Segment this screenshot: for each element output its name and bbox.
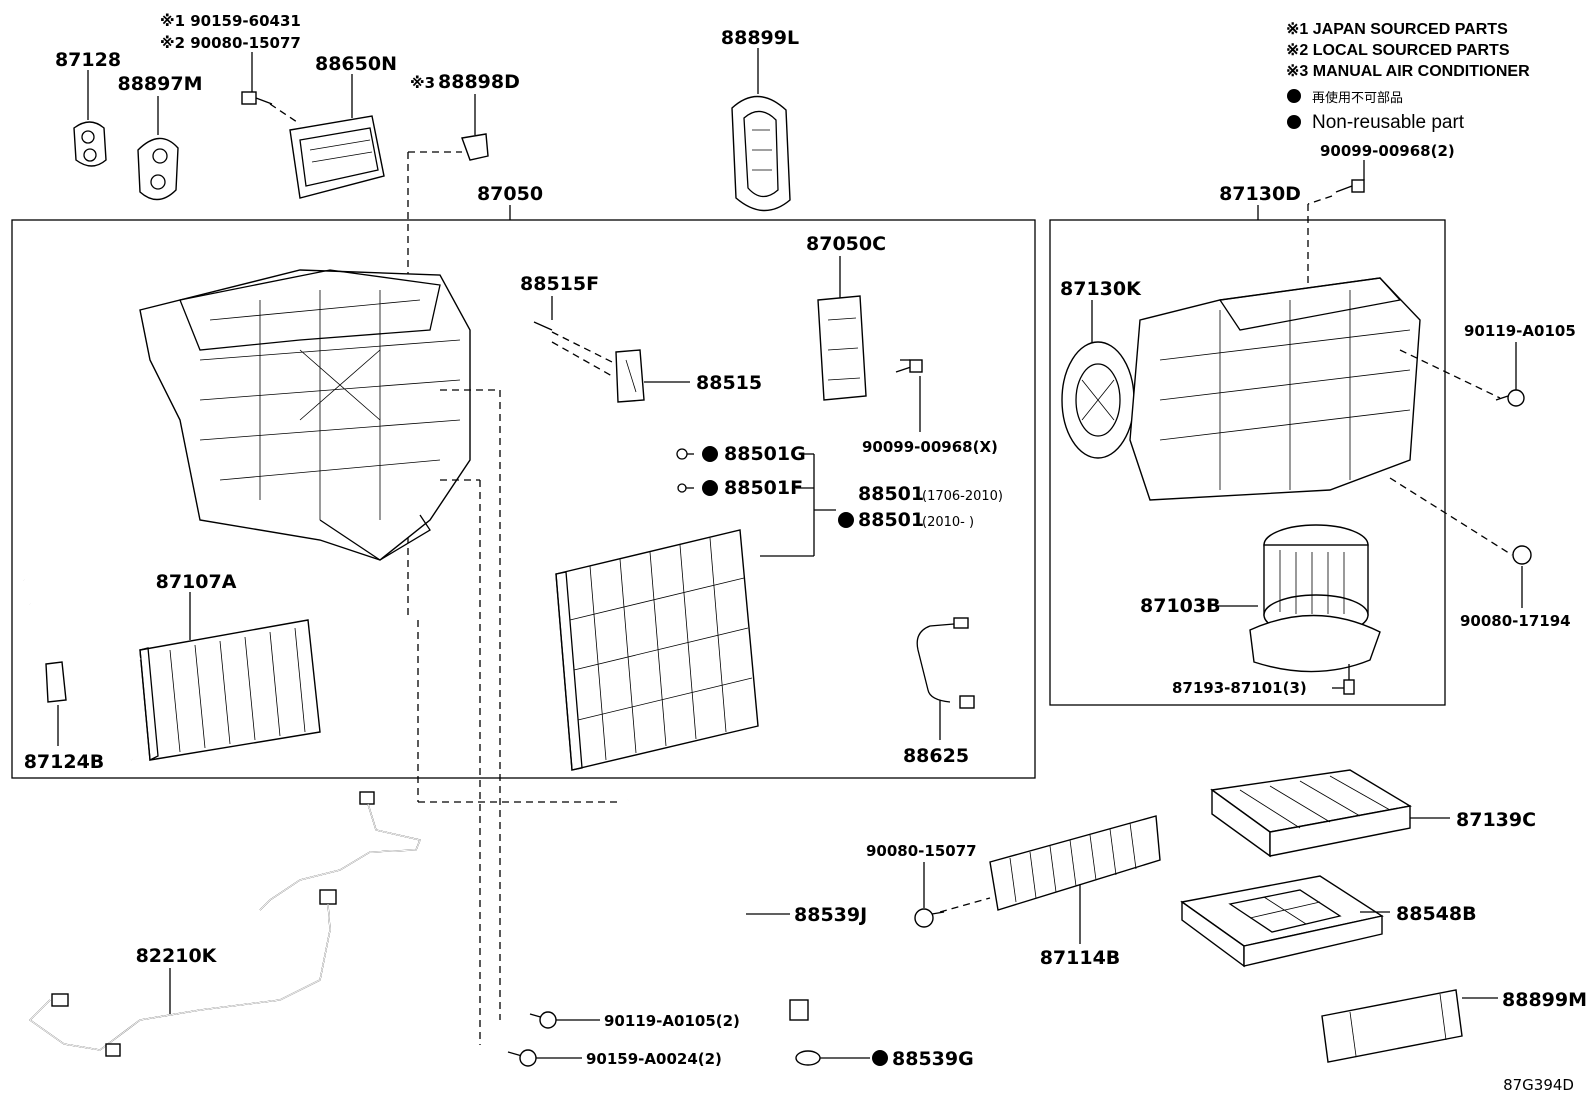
label-88625[interactable]: 88625	[903, 745, 969, 767]
label-88501G[interactable]: 88501G	[724, 443, 806, 465]
part-87139C-drawing	[1210, 769, 1450, 858]
label-88515F[interactable]: 88515F	[520, 273, 599, 295]
bolt-icon	[1495, 342, 1525, 407]
label-88548B[interactable]: 88548B	[1396, 903, 1477, 925]
o-ring-88501G-icon	[676, 446, 718, 462]
non-reusable-dot-icon	[838, 512, 854, 528]
label-87114B[interactable]: 87114B	[1040, 947, 1121, 969]
label-87130D[interactable]: 87130D	[1219, 183, 1301, 205]
part-88548B-drawing	[1180, 875, 1390, 968]
label-90099-00968-2[interactable]: 90099-00968(2)	[1320, 142, 1455, 160]
part-88650N-drawing	[289, 74, 385, 199]
part-88899L-drawing	[731, 48, 791, 212]
label-87050C[interactable]: 87050C	[806, 233, 886, 255]
label-90159-A0024-2[interactable]: 90159-A0024(2)	[586, 1050, 722, 1068]
part-87050C-drawing	[817, 256, 923, 432]
part-88899M-drawing	[1321, 989, 1498, 1063]
note-manual-ac: ※3 MANUAL AIR CONDITIONER	[1286, 63, 1530, 80]
label-90080-15077[interactable]: 90080-15077	[866, 842, 977, 860]
label-87050[interactable]: 87050	[477, 183, 543, 205]
label-90080-17194[interactable]: 90080-17194	[1460, 612, 1571, 630]
bolt-icon	[914, 862, 945, 928]
leader-88501-bracket	[760, 453, 836, 557]
label-87130K[interactable]: 87130K	[1060, 278, 1142, 300]
label-87107A[interactable]: 87107A	[156, 571, 237, 593]
bolt-icon	[529, 1011, 600, 1029]
non-reusable-dot-icon	[1287, 115, 1301, 129]
label-88539G[interactable]: 88539G	[892, 1048, 974, 1070]
label-87193-87101-3[interactable]: 87193-87101(3)	[1172, 679, 1307, 697]
label-88501-a[interactable]: 88501	[858, 483, 924, 505]
label-87124B[interactable]: 87124B	[24, 751, 105, 773]
label-88899L[interactable]: 88899L	[721, 27, 799, 49]
label-88897M[interactable]: 88897M	[117, 73, 202, 95]
label-90159-60431[interactable]: ※1 90159-60431	[160, 12, 301, 30]
label-88501-a-range: (1706-2010)	[922, 489, 1003, 504]
part-88897M-drawing	[137, 96, 179, 201]
non-reusable-dot-icon	[1287, 89, 1301, 103]
label-90119-A0105-2[interactable]: 90119-A0105(2)	[604, 1012, 740, 1030]
label-82210K[interactable]: 82210K	[136, 945, 218, 967]
bolt-icon	[507, 1049, 582, 1067]
part-82210K-drawing	[28, 791, 421, 1057]
label-88898D-prefix: ※3	[410, 74, 435, 92]
part-88625-drawing	[916, 617, 975, 740]
label-90080-15077-top[interactable]: ※2 90080-15077	[160, 34, 301, 52]
diagram-code: 87G394D	[1503, 1076, 1574, 1094]
part-87128-drawing	[73, 70, 107, 167]
label-88539J[interactable]: 88539J	[794, 904, 867, 926]
note-japan-sourced: ※1 JAPAN SOURCED PARTS	[1286, 21, 1508, 38]
part-88515-drawing	[533, 296, 690, 403]
part-88539J-drawing	[417, 620, 809, 1021]
label-87103B[interactable]: 87103B	[1140, 595, 1221, 617]
part-87130K-drawing	[1061, 300, 1135, 459]
label-88899M[interactable]: 88899M	[1502, 989, 1587, 1011]
note-local-sourced: ※2 LOCAL SOURCED PARTS	[1286, 42, 1510, 59]
main-unit-group-box	[11, 219, 1036, 779]
hvac-case-drawing	[139, 269, 501, 1045]
label-87128[interactable]: 87128	[55, 49, 121, 71]
bolt-icon	[241, 52, 301, 125]
o-ring-88501F-icon	[677, 480, 718, 496]
label-88501-b[interactable]: 88501	[858, 509, 924, 531]
blower-unit-group-box	[1049, 219, 1446, 706]
part-87114B-drawing	[939, 815, 1161, 944]
label-88501-b-range: (2010- )	[922, 515, 974, 530]
label-90099-00968-X[interactable]: 90099-00968(X)	[862, 438, 998, 456]
blower-case-drawing	[1129, 277, 1513, 556]
part-evaporator-drawing	[555, 529, 759, 771]
label-87139C[interactable]: 87139C	[1456, 809, 1536, 831]
legend: ※1 JAPAN SOURCED PARTS ※2 LOCAL SOURCED …	[1286, 21, 1530, 133]
label-90119-A0105[interactable]: 90119-A0105	[1464, 322, 1576, 340]
screw-icon	[1332, 664, 1355, 695]
note-non-reusable-en: Non-reusable part	[1312, 112, 1465, 133]
part-87124B-drawing	[45, 661, 67, 746]
part-87107A-drawing	[23, 578, 321, 762]
part-87103B-drawing	[1216, 524, 1381, 673]
label-88515[interactable]: 88515	[696, 372, 762, 394]
grommet-88539G-icon	[795, 1050, 888, 1066]
label-88650N[interactable]: 88650N	[315, 53, 397, 75]
nut-icon	[1512, 545, 1532, 608]
label-88501F[interactable]: 88501F	[724, 477, 803, 499]
note-non-reusable-jp: 再使用不可部品	[1312, 90, 1403, 106]
label-88898D[interactable]: 88898D	[438, 71, 520, 93]
